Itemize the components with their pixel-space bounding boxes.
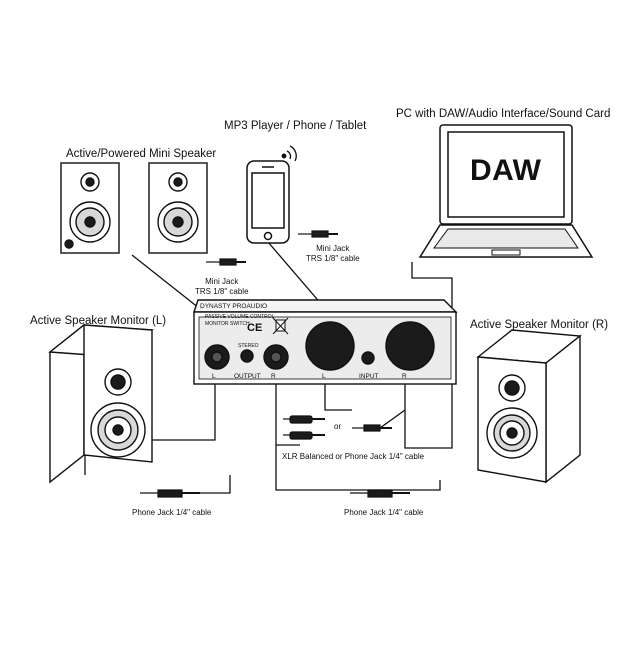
mini-jack-plug-right — [298, 230, 338, 238]
mini-jack-left-line-2: TRS 1/8" cable — [195, 287, 249, 296]
mini-speaker-right-tweeter-core — [173, 177, 183, 187]
connectors — [140, 230, 410, 498]
cable-input-left-to-or — [324, 382, 352, 411]
mp3-player-label: MP3 Player / Phone / Tablet — [224, 120, 367, 132]
wireless-icon-dot — [281, 153, 287, 159]
weee-bin-icon — [272, 317, 289, 335]
phone-jack-right-body — [367, 489, 393, 498]
trs-plug-or-body — [363, 424, 381, 432]
xlr-plug-bottom-body — [289, 431, 313, 440]
input-label: INPUT — [359, 373, 379, 380]
device-model-line-2: MONITOR SWITCH — [205, 321, 250, 327]
input-jack-right-label: R — [402, 373, 407, 380]
mini-jack-right-line-1: Mini Jack — [316, 244, 350, 253]
daw-screen-text: DAW — [470, 154, 542, 187]
mini-jack-right-body — [311, 230, 329, 238]
monitor-right-label: Active Speaker Monitor (R) — [470, 319, 609, 331]
laptop-trackpad — [491, 249, 521, 256]
output-jack-left-label: L — [212, 373, 216, 380]
output-jack-right-inner — [270, 351, 282, 363]
mini-speaker-left-woofer-cap — [84, 216, 96, 228]
mini-jack-right-caption: Mini Jack TRS 1/8" cable — [306, 244, 360, 264]
phone-home-button — [263, 231, 273, 241]
mini-jack-left-body — [219, 258, 237, 266]
phone-jack-plug-right — [350, 489, 410, 498]
monitor-left-woofer-cap — [112, 424, 124, 436]
laptop-screen — [447, 131, 565, 218]
cable-phone-left — [200, 475, 231, 494]
mini-speaker-left-tweeter-core — [85, 177, 95, 187]
mini-speaker-left — [60, 162, 120, 254]
volume-knob-left — [305, 321, 355, 371]
ce-mark: CE — [247, 322, 263, 334]
phone — [246, 160, 290, 244]
monitor-left-tweeter-core — [110, 374, 126, 390]
device-brand: DYNASTY PROAUDIO — [200, 303, 268, 310]
speaker-monitor-right — [476, 329, 582, 484]
trs-plug-or — [352, 424, 392, 432]
phone-screen — [251, 172, 285, 229]
or-label: or — [334, 422, 342, 431]
mini-jack-left-caption: Mini Jack TRS 1/8" cable — [195, 277, 249, 297]
pc-label: PC with DAW/Audio Interface/Sound Card — [396, 108, 611, 120]
mini-speaker-right — [148, 162, 208, 254]
mini-speaker-right-woofer-cap — [172, 216, 184, 228]
phone-jack-plug-left — [140, 489, 200, 498]
mini-jack-left-line-1: Mini Jack — [205, 277, 239, 286]
stereo-jack — [240, 349, 254, 363]
volume-knob-right — [385, 321, 435, 371]
input-mini-jack — [361, 351, 375, 365]
output-label: OUTPUT — [234, 373, 261, 380]
monitor-right-tweeter-core — [504, 380, 520, 396]
xlr-plug-top — [283, 415, 325, 424]
output-jack-left-inner — [211, 351, 223, 363]
phone-jack-left-caption: Phone Jack 1/4" cable — [132, 508, 212, 517]
phone-jack-left-body — [157, 489, 183, 498]
volume-control-device — [193, 299, 458, 385]
cable-input-right-to-trs — [379, 409, 406, 429]
wireless-icon — [281, 145, 297, 162]
wireless-icon-wave-outer — [289, 145, 297, 162]
mini-jack-right-line-2: TRS 1/8" cable — [306, 254, 360, 263]
mini-speaker-label: Active/Powered Mini Speaker — [66, 148, 217, 160]
cable-xlr-bottom — [275, 445, 441, 491]
mini-jack-plug-left — [206, 258, 246, 266]
monitor-right-woofer-cap — [506, 427, 518, 439]
laptop-keyboard — [433, 228, 579, 249]
xlr-plug-bottom — [283, 431, 325, 440]
input-jack-left-label: L — [322, 373, 326, 380]
output-jack-right-label: R — [271, 373, 276, 380]
stereo-label: STEREO — [238, 343, 259, 349]
monitor-left-label: Active Speaker Monitor (L) — [30, 315, 167, 327]
mini-speaker-left-knob — [64, 239, 74, 249]
laptop — [418, 124, 594, 258]
wireless-icon-wave-inner — [286, 150, 292, 160]
device-model-line-1: PASSIVE VOLUME CONTROL — [205, 314, 275, 320]
phone-jack-right-caption: Phone Jack 1/4" cable — [344, 508, 424, 517]
speaker-monitor-left — [48, 323, 154, 484]
xlr-plug-top-body — [289, 415, 313, 424]
xlr-caption: XLR Balanced or Phone Jack 1/4" cable — [282, 452, 425, 461]
weee-bin-cross-b — [272, 317, 289, 335]
